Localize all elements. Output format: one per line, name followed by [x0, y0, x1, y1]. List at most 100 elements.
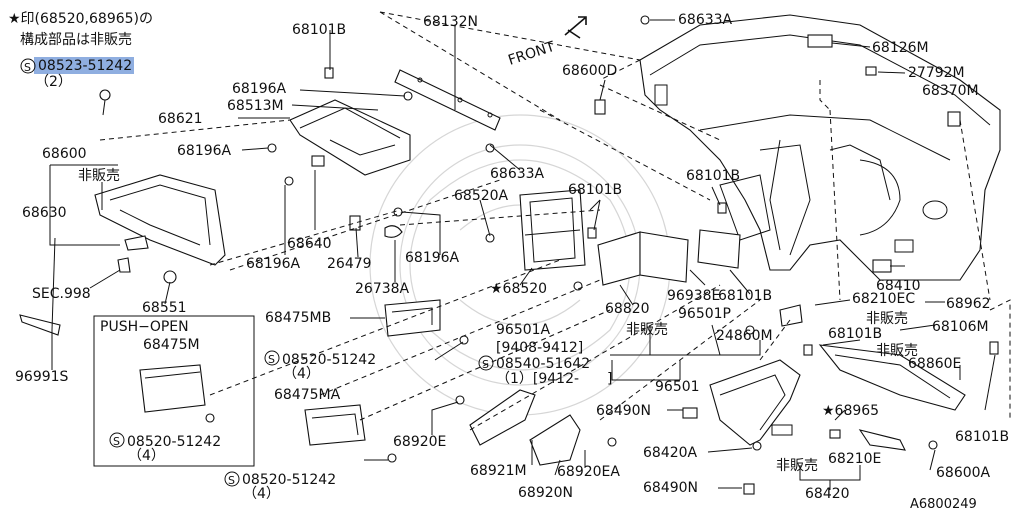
label-68600A: 68600A — [936, 465, 991, 481]
label-68420: 68420 — [805, 486, 850, 502]
svg-text:S: S — [113, 435, 120, 448]
finisher-68921M — [469, 389, 536, 446]
push-open-inset-box — [93, 315, 255, 467]
svg-text:S: S — [24, 61, 31, 74]
label-96501: 96501 — [655, 379, 700, 395]
label-68370M: 68370M — [922, 83, 979, 99]
label-68513M: 68513M — [227, 98, 284, 114]
pocket-68475MB — [384, 299, 441, 337]
label-96991S: 96991S — [15, 369, 69, 385]
cover-68106M — [818, 344, 966, 411]
label-68520: ★68520 — [490, 281, 547, 297]
label-68860E: 68860E — [908, 356, 961, 372]
label-not-for-sale: 非販売 — [78, 168, 120, 184]
label-68101B: 68101B — [718, 288, 772, 304]
label-68921M: 68921M — [470, 463, 527, 479]
label-not-for-sale: 非販売 — [866, 311, 908, 327]
pocket-68475M — [139, 364, 206, 413]
label-68633A: 68633A — [678, 12, 733, 28]
label-68106M: 68106M — [932, 319, 989, 335]
small-fasteners — [19, 15, 999, 495]
label-96938E: 96938E — [667, 288, 720, 304]
label-date-range: （1）[9412- ] — [496, 371, 613, 387]
label-front: FRONT — [506, 39, 557, 69]
label-27792M: 27792M — [908, 65, 965, 81]
label-96501P: 96501P — [678, 306, 731, 322]
label-68196A: 68196A — [405, 250, 460, 266]
label-68196A: 68196A — [232, 81, 287, 97]
label-68475M: 68475M — [143, 337, 200, 353]
label-68210EC: 68210EC — [852, 291, 915, 307]
label-bolt-08520-51242: 08520-51242 — [282, 352, 376, 368]
label-68475MA: 68475MA — [274, 387, 341, 403]
part-labels: ★印(68520,68965)の 構成部品は非販売 08523-51242 （2… — [8, 11, 1009, 510]
label-qty: （4） — [283, 366, 320, 382]
label-68600D: 68600D — [562, 63, 617, 79]
label-68820: 68820 — [605, 301, 650, 317]
label-not-for-sale: 非販売 — [626, 322, 668, 338]
label-68210E: 68210E — [828, 451, 881, 467]
label-date-range: [9408-9412] — [496, 340, 583, 356]
panel-68965 — [858, 429, 906, 451]
note-line-2: 構成部品は非販売 — [20, 32, 132, 48]
label-68490N: 68490N — [596, 403, 651, 419]
cluster-lid-68420 — [709, 359, 801, 446]
note-line-1: ★印(68520,68965)の — [8, 11, 153, 27]
label-68101B: 68101B — [292, 22, 346, 38]
label-68633A: 68633A — [490, 166, 545, 182]
standard-part-s-icon: S — [109, 432, 125, 448]
label-96501A: 96501A — [496, 322, 551, 338]
glove-box-frame-68621 — [289, 99, 411, 176]
instrument-panel-pad — [639, 14, 1001, 281]
label-68196A: 68196A — [246, 256, 301, 272]
bracket-68132N — [394, 69, 501, 131]
label-68420A: 68420A — [643, 445, 698, 461]
label-bolt-08520-51242: 08520-51242 — [242, 472, 336, 488]
qty-label: （2） — [35, 74, 72, 90]
label-26479: 26479 — [327, 256, 372, 272]
label-68101B: 68101B — [955, 429, 1009, 445]
audio-unit-68820 — [597, 229, 741, 286]
label-push-open: PUSH−OPEN — [100, 319, 189, 335]
label-68920N: 68920N — [518, 485, 573, 501]
label-68920EA: 68920EA — [557, 464, 620, 480]
standard-part-s-icon: S — [478, 355, 494, 371]
label-68600: 68600 — [42, 146, 87, 162]
label-68410: 68410 — [876, 278, 921, 294]
label-68475MB: 68475MB — [265, 310, 331, 326]
center-bezel-68520 — [519, 189, 586, 271]
standard-part-s-icon: S — [20, 58, 36, 74]
leader-lines — [49, 19, 996, 490]
label-68101B: 68101B — [686, 168, 740, 184]
svg-text:S: S — [228, 474, 235, 487]
label-qty: （4） — [243, 486, 280, 502]
label-68126M: 68126M — [872, 40, 929, 56]
front-arrow-icon — [564, 16, 587, 39]
label-68520A: 68520A — [454, 188, 509, 204]
label-bolt-08520-51242: 08520-51242 — [127, 434, 221, 450]
finisher-68920N — [529, 414, 581, 466]
highlight-part-number: 08523-51242 — [38, 58, 132, 74]
label-26738A: 26738A — [355, 281, 410, 297]
label-68965: ★68965 — [822, 403, 879, 419]
standard-part-s-icon: S — [224, 471, 240, 487]
standard-part-s-icon: S — [264, 350, 280, 366]
pocket-68475MA — [304, 404, 366, 446]
label-68132N: 68132N — [423, 14, 478, 30]
label-68101B: 68101B — [568, 182, 622, 198]
highlight-selected-part — [34, 57, 134, 74]
glove-box-68600 — [94, 174, 226, 266]
label-sec998: SEC.998 — [32, 286, 91, 302]
label-68962: 68962 — [946, 296, 991, 312]
label-68196A: 68196A — [177, 143, 232, 159]
label-qty: （4） — [128, 448, 165, 464]
label-not-for-sale: 非販売 — [776, 458, 818, 474]
label-68101B: 68101B — [828, 326, 882, 342]
label-68490N: 68490N — [643, 480, 698, 496]
figure-code: A6800249 — [910, 497, 977, 510]
svg-text:S: S — [482, 358, 489, 371]
label-68640: 68640 — [287, 236, 332, 252]
label-68551: 68551 — [142, 300, 187, 316]
